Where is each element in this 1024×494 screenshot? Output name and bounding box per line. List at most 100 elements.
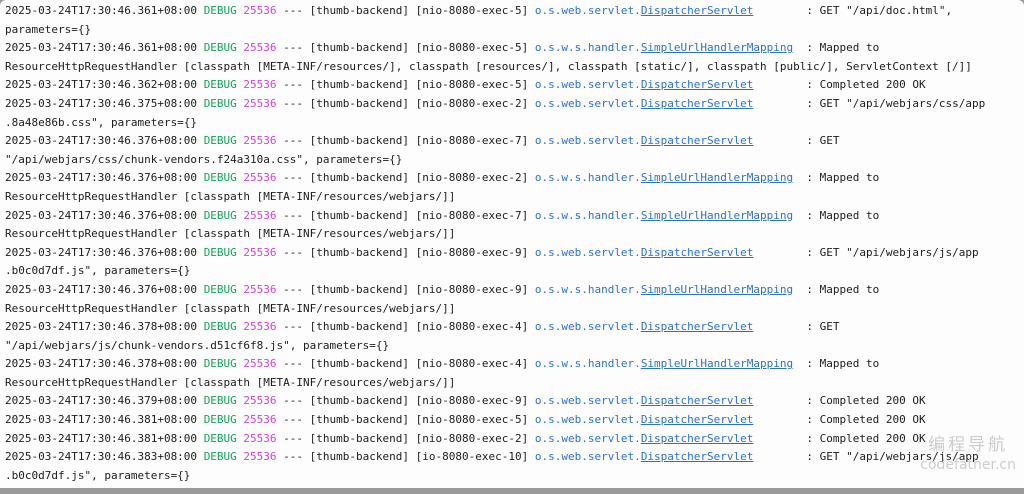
log-pid: 25536 [236, 96, 277, 110]
log-line-continuation: ResourceHttpRequestHandler [classpath [M… [5, 225, 1024, 244]
log-message: : Mapped to [793, 41, 880, 55]
log-line-continuation: ResourceHttpRequestHandler [classpath [M… [5, 188, 1024, 207]
log-continuation-text: .8a48e86b.css", parameters={} [5, 115, 198, 129]
log-logger-prefix: o.s.web.servlet. [534, 4, 641, 17]
log-logger-class: SimpleUrlHandlerMapping [640, 208, 794, 222]
log-pid: 25536 [236, 431, 277, 445]
log-message: : Completed 200 OK [753, 413, 926, 427]
log-thread: --- [thumb-backend] [nio-8080-exec-2] [276, 171, 535, 185]
log-line: 2025-03-24T17:30:46.361+08:00 DEBUG 2553… [5, 2, 1024, 21]
log-pid: 25536 [236, 208, 277, 222]
log-message: : GET "/api/webjars/js/app [753, 450, 979, 464]
log-continuation-text: ResourceHttpRequestHandler [classpath [M… [5, 301, 456, 315]
log-logger-class: DispatcherServlet [640, 78, 754, 92]
log-logger-class: SimpleUrlHandlerMapping [640, 357, 794, 371]
log-level: DEBUG [203, 78, 237, 92]
log-logger-class: DispatcherServlet [640, 96, 754, 110]
log-message: : Mapped to [793, 208, 880, 222]
log-logger-class: DispatcherServlet [640, 245, 754, 259]
log-logger-class: SimpleUrlHandlerMapping [640, 41, 794, 55]
log-logger-class: DispatcherServlet [640, 394, 754, 408]
log-level: DEBUG [203, 134, 237, 148]
log-logger-class: SimpleUrlHandlerMapping [640, 282, 794, 296]
log-level: DEBUG [203, 431, 237, 445]
log-logger-prefix: o.s.web.servlet. [534, 394, 641, 408]
log-pid: 25536 [236, 171, 277, 185]
log-timestamp: 2025-03-24T17:30:46.379+08:00 [5, 394, 204, 408]
log-timestamp: 2025-03-24T17:30:46.375+08:00 [5, 96, 204, 110]
log-line: 2025-03-24T17:30:46.383+08:00 DEBUG 2553… [5, 448, 1024, 467]
log-thread: --- [thumb-backend] [nio-8080-exec-5] [276, 78, 535, 92]
log-logger-class: DispatcherServlet [640, 134, 754, 148]
log-logger-prefix: o.s.web.servlet. [534, 134, 641, 148]
log-pid: 25536 [236, 245, 277, 259]
log-line: 2025-03-24T17:30:46.376+08:00 DEBUG 2553… [5, 244, 1024, 263]
log-thread: --- [thumb-backend] [nio-8080-exec-4] [276, 357, 535, 371]
log-thread: --- [thumb-backend] [io-8080-exec-10] [276, 450, 535, 464]
log-thread: --- [thumb-backend] [nio-8080-exec-7] [276, 134, 535, 148]
log-continuation-text: ResourceHttpRequestHandler [classpath [M… [5, 59, 972, 73]
log-line-continuation: parameters={} [5, 21, 1024, 40]
log-pid: 25536 [236, 394, 277, 408]
log-logger-prefix: o.s.web.servlet. [534, 245, 641, 259]
log-logger-class: DispatcherServlet [640, 431, 754, 445]
log-message: : Mapped to [793, 282, 880, 296]
log-level: DEBUG [203, 450, 237, 464]
log-level: DEBUG [203, 357, 237, 371]
log-timestamp: 2025-03-24T17:30:46.361+08:00 [5, 41, 204, 55]
log-line: 2025-03-24T17:30:46.376+08:00 DEBUG 2553… [5, 169, 1024, 188]
log-thread: --- [thumb-backend] [nio-8080-exec-5] [276, 413, 535, 427]
log-logger-class: DispatcherServlet [640, 413, 754, 427]
log-pid: 25536 [236, 450, 277, 464]
log-line-continuation: ResourceHttpRequestHandler [classpath [M… [5, 58, 1024, 77]
log-continuation-text: ResourceHttpRequestHandler [classpath [M… [5, 227, 456, 241]
log-line-continuation: .b0c0d7df.js", parameters={} [5, 467, 1024, 486]
log-thread: --- [thumb-backend] [nio-8080-exec-9] [276, 245, 535, 259]
log-line: 2025-03-24T17:30:46.361+08:00 DEBUG 2553… [5, 39, 1024, 58]
log-continuation-text: "/api/webjars/css/chunk-vendors.f24a310a… [5, 152, 403, 166]
log-line: 2025-03-24T17:30:46.381+08:00 DEBUG 2553… [5, 411, 1024, 430]
log-message: : GET "/api/webjars/css/app [753, 96, 986, 110]
log-logger-class: SimpleUrlHandlerMapping [640, 171, 794, 185]
log-pid: 25536 [236, 320, 277, 334]
log-line: 2025-03-24T17:30:46.379+08:00 DEBUG 2553… [5, 392, 1024, 411]
log-continuation-text: ResourceHttpRequestHandler [classpath [M… [5, 189, 456, 203]
log-pid: 25536 [236, 413, 277, 427]
log-timestamp: 2025-03-24T17:30:46.362+08:00 [5, 78, 204, 92]
log-level: DEBUG [203, 245, 237, 259]
log-timestamp: 2025-03-24T17:30:46.376+08:00 [5, 282, 204, 296]
log-line: 2025-03-24T17:30:46.375+08:00 DEBUG 2553… [5, 95, 1024, 114]
log-level: DEBUG [203, 96, 237, 110]
log-logger-prefix: o.s.w.s.handler. [534, 282, 641, 296]
log-logger-prefix: o.s.web.servlet. [534, 96, 641, 110]
log-line: 2025-03-24T17:30:46.381+08:00 DEBUG 2553… [5, 430, 1024, 449]
log-thread: --- [thumb-backend] [nio-8080-exec-5] [276, 41, 535, 55]
log-continuation-text: .b0c0d7df.js", parameters={} [5, 468, 191, 482]
log-pid: 25536 [236, 4, 277, 17]
log-logger-prefix: o.s.web.servlet. [534, 78, 641, 92]
log-level: DEBUG [203, 320, 237, 334]
log-message: : Mapped to [793, 357, 880, 371]
log-logger-prefix: o.s.w.s.handler. [534, 357, 641, 371]
log-thread: --- [thumb-backend] [nio-8080-exec-9] [276, 282, 535, 296]
log-logger-prefix: o.s.web.servlet. [534, 413, 641, 427]
log-level: DEBUG [203, 41, 237, 55]
log-continuation-text: "/api/webjars/js/chunk-vendors.d51cf6f8.… [5, 338, 390, 352]
log-level: DEBUG [203, 394, 237, 408]
log-logger-prefix: o.s.web.servlet. [534, 450, 641, 464]
log-logger-prefix: o.s.w.s.handler. [534, 208, 641, 222]
log-message: : GET [753, 134, 840, 148]
log-message: : Completed 200 OK [753, 78, 926, 92]
log-logger-class: DispatcherServlet [640, 4, 754, 17]
log-thread: --- [thumb-backend] [nio-8080-exec-9] [276, 394, 535, 408]
log-continuation-text: parameters={} [5, 22, 92, 36]
log-level: DEBUG [203, 171, 237, 185]
log-line-continuation: .8a48e86b.css", parameters={} [5, 114, 1024, 133]
log-level: DEBUG [203, 282, 237, 296]
log-line: 2025-03-24T17:30:46.376+08:00 DEBUG 2553… [5, 281, 1024, 300]
log-logger-prefix: o.s.web.servlet. [534, 320, 641, 334]
log-timestamp: 2025-03-24T17:30:46.376+08:00 [5, 171, 204, 185]
log-timestamp: 2025-03-24T17:30:46.381+08:00 [5, 431, 204, 445]
